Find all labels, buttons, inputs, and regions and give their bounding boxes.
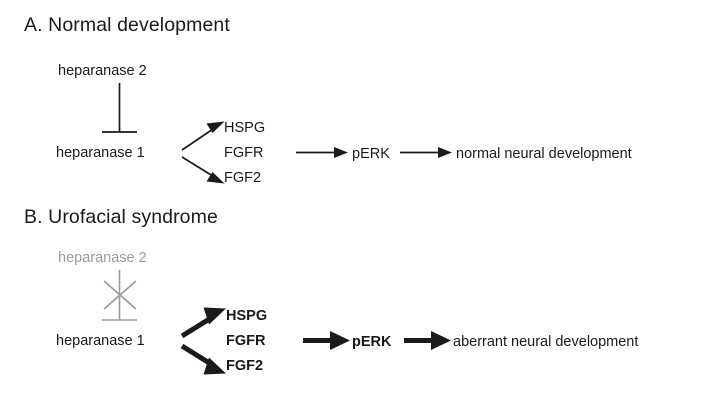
panel-a-edge-perk-outcome: [400, 147, 452, 158]
panel-b-arrowhead-hspg: [203, 307, 226, 325]
panel-b-node-outcome: aberrant neural development: [453, 334, 638, 350]
panel-a-branch-arrows: [181, 121, 225, 184]
panel-b: B. Urofacial syndrome heparanase 2 hepar…: [24, 206, 638, 375]
panel-b-edge-perk-outcome: [404, 331, 451, 350]
panel-b-block-x-stroke-2: [103, 280, 137, 310]
panel-a-node-heparanase2: heparanase 2: [58, 63, 147, 79]
panel-a-arrowhead-fgf2: [206, 172, 225, 184]
panel-b-inhibition-edge-blocked: [102, 270, 137, 321]
panel-a-edge-to-hspg: [181, 126, 217, 151]
panel-b-node-fgfr: FGFR: [226, 333, 266, 349]
panel-a-edge-to-fgf2: [181, 156, 217, 179]
panel-b-arrowhead-outcome: [431, 331, 451, 350]
panel-b-node-fgf2: FGF2: [226, 358, 263, 374]
panel-b-node-hspg: HSPG: [226, 308, 267, 324]
panel-a-title: A. Normal development: [24, 14, 230, 36]
panel-a-node-heparanase1: heparanase 1: [56, 145, 145, 161]
panel-a-node-fgf2: FGF2: [224, 170, 261, 186]
panel-a-node-hspg: HSPG: [224, 120, 265, 136]
panel-a-edge-fgfr-perk: [296, 147, 348, 158]
panel-b-node-heparanase1: heparanase 1: [56, 333, 145, 349]
panel-b-node-perk: pERK: [352, 334, 392, 350]
panel-a-node-outcome: normal neural development: [456, 146, 632, 162]
panel-b-edge-to-fgf2: [180, 343, 213, 367]
panel-b-branch-arrows: [180, 307, 226, 375]
panel-b-arrowhead-perk: [330, 331, 350, 350]
panel-b-edge-to-hspg: [180, 315, 213, 339]
panel-a: A. Normal development heparanase 2 hepar…: [24, 14, 632, 186]
panel-a-arrowhead-outcome: [438, 147, 452, 158]
panel-b-title: B. Urofacial syndrome: [24, 206, 218, 228]
panel-b-node-heparanase2: heparanase 2: [58, 250, 147, 266]
panel-a-inhibition-edge: [102, 83, 137, 133]
panel-b-arrowhead-fgf2: [203, 357, 226, 375]
panel-b-edge-fgfr-perk: [303, 331, 350, 350]
panel-a-arrowhead-perk: [334, 147, 348, 158]
panel-a-node-perk: pERK: [352, 146, 390, 162]
panel-a-arrowhead-hspg: [206, 121, 225, 133]
panel-a-node-fgfr: FGFR: [224, 145, 263, 161]
